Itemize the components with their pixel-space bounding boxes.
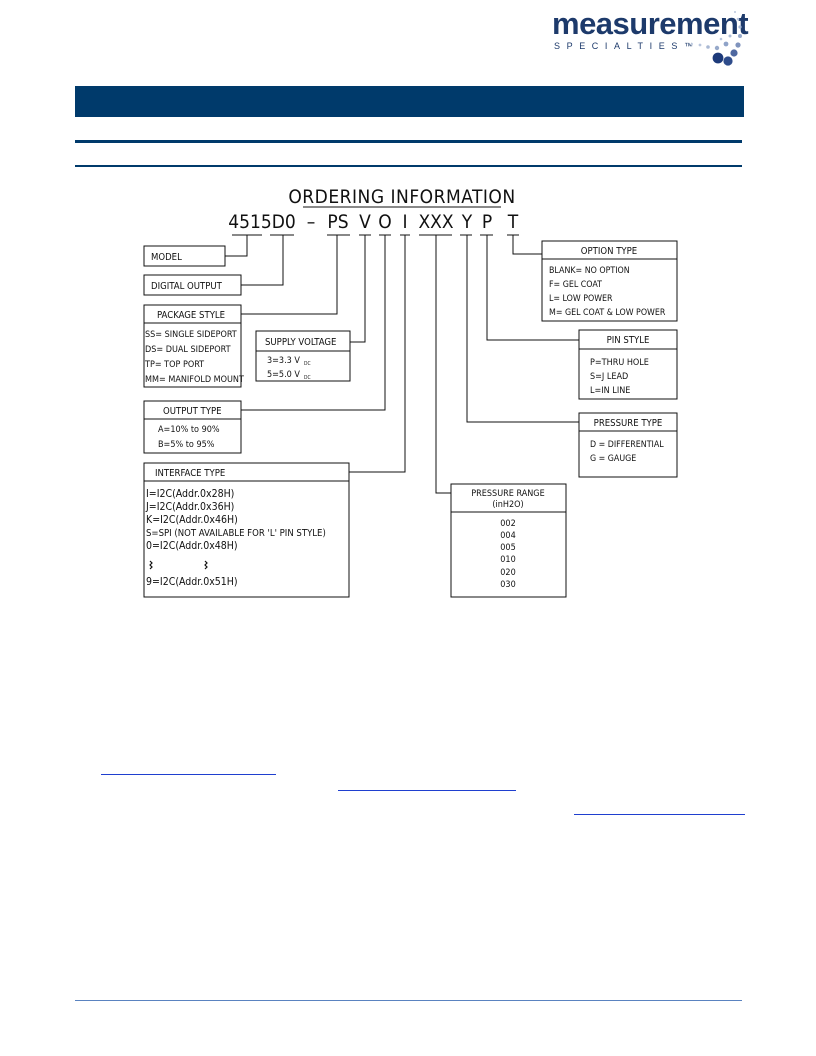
option-type-line: BLANK= NO OPTION [549, 266, 630, 276]
pin-style-line: S=J LEAD [590, 372, 628, 382]
link-underline-3[interactable] [574, 814, 745, 815]
pressure-range-value: 030 [500, 580, 515, 590]
supply-voltage-subscript: DC [304, 361, 311, 367]
pressure-type-line: D = DIFFERENTIAL [590, 440, 664, 450]
digital-output-label: DIGITAL OUTPUT [151, 281, 223, 292]
interface-type-line: K=I2C(Addr.0x46H) [146, 514, 238, 526]
pressure-type-line: G = GAUGE [590, 454, 636, 464]
pin-style-header: PIN STYLE [607, 335, 650, 346]
interface-type-header: INTERFACE TYPE [155, 468, 225, 479]
code-voltage: V [359, 211, 371, 233]
supply-voltage-header: SUPPLY VOLTAGE [265, 337, 336, 348]
code-pin: P [482, 211, 492, 233]
supply-voltage-subscript: DC [304, 375, 311, 381]
link-underline-2[interactable] [338, 790, 516, 791]
option-type-line: F= GEL COAT [549, 280, 602, 290]
code-dash: – [307, 211, 316, 233]
interface-type-line: S=SPI (NOT AVAILABLE FOR 'L' PIN STYLE) [146, 528, 326, 539]
output-type-header: OUTPUT TYPE [163, 406, 222, 417]
output-type-line: B=5% to 95% [158, 440, 215, 450]
pressure-range-value: 005 [500, 543, 515, 553]
output-type-line: A=10% to 90% [158, 425, 220, 435]
interface-type-line: J=I2C(Addr.0x36H) [145, 501, 234, 513]
code-package: PS [327, 211, 348, 233]
code-range: XXX [418, 211, 453, 233]
option-type-line: L= LOW POWER [549, 294, 613, 304]
pressure-range-value: 002 [500, 519, 515, 529]
ordering-title: ORDERING INFORMATION [288, 186, 515, 208]
header-banner [75, 86, 744, 117]
supply-voltage-line: 5=5.0 V [267, 370, 300, 380]
package-style-line: SS= SINGLE SIDEPORT [145, 330, 237, 340]
link-underline-1[interactable] [101, 774, 276, 775]
supply-voltage-line: 3=3.3 V [267, 356, 300, 366]
code-model: 4515D0 [228, 211, 296, 233]
section-rule-top [75, 140, 742, 143]
code-output: O [378, 211, 391, 233]
package-style-line: MM= MANIFOLD MOUNT [145, 375, 244, 385]
company-logo: measurement SPECIALTIES™ [548, 6, 749, 74]
logo-wordmark: measurement [552, 6, 749, 41]
package-style-header: PACKAGE STYLE [157, 310, 225, 321]
pressure-type-header: PRESSURE TYPE [594, 418, 663, 429]
pressure-range-unit: (inH2O) [492, 500, 523, 510]
ellipsis-marks [149, 560, 208, 570]
interface-type-line: I=I2C(Addr.0x28H) [146, 488, 234, 500]
interface-type-line: 9=I2C(Addr.0x51H) [146, 576, 238, 588]
code-option: T [507, 211, 519, 233]
model-label: MODEL [151, 252, 182, 263]
pin-style-line: L=IN LINE [590, 386, 630, 396]
logo-dots-icon [690, 11, 742, 66]
package-style-line: TP= TOP PORT [144, 360, 204, 370]
footer-rule [75, 1000, 742, 1001]
code-interface: I [402, 211, 407, 233]
pin-style-line: P=THRU HOLE [590, 358, 649, 368]
code-pressure-type: Y [461, 211, 473, 233]
logo-subtitle: SPECIALTIES™ [554, 41, 700, 51]
pressure-range-header: PRESSURE RANGE [471, 489, 544, 499]
pressure-range-value: 004 [500, 531, 515, 541]
pressure-range-value: 010 [500, 555, 515, 565]
option-type-header: OPTION TYPE [581, 246, 637, 257]
option-type-line: M= GEL COAT & LOW POWER [549, 308, 666, 318]
section-rule-bottom [75, 165, 742, 167]
pressure-range-value: 020 [500, 568, 515, 578]
package-style-line: DS= DUAL SIDEPORT [145, 345, 231, 355]
interface-type-line: 0=I2C(Addr.0x48H) [146, 540, 238, 552]
